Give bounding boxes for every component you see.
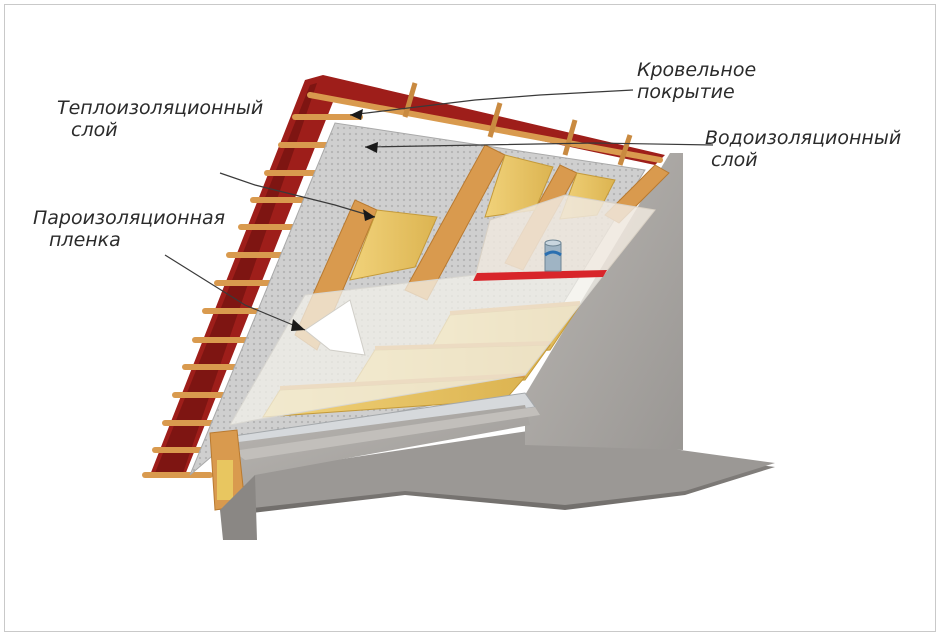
label-roofing: Кровельное покрытие [637,59,756,103]
label-waterproof-line1: Водоизоляционный [705,127,902,149]
roof-counter-battens [402,82,633,166]
label-vapor-line1: Пароизоляционная [33,207,226,229]
label-vapor: Пароизоляционная пленка [33,207,225,251]
wall-plate-insulation [217,460,233,500]
label-thermal: Теплоизоляционный слой [57,97,263,141]
floor-slab-top [235,430,775,510]
label-roofing-line1: Кровельное [637,59,757,81]
sealing-tape [473,270,607,281]
roof-cross-section-diagram: Кровельное покрытие Теплоизоляционный сл… [4,4,936,632]
label-waterproof: Водоизоляционный слой [705,127,901,171]
label-waterproof-line2: слой [711,149,758,171]
front-wall-top [233,407,540,460]
label-roofing-line2: покрытие [637,81,735,103]
vapor-barrier-upper [474,194,656,278]
vapor-barrier-fold [304,299,366,356]
leader-roofing [349,89,634,116]
leader-waterproof [364,142,714,148]
leader-arrows [291,109,378,331]
vent-pipe [544,239,562,272]
leader-thermal [219,172,376,218]
label-vapor-line2: пленка [49,229,121,251]
roof-illustration [142,75,775,540]
back-wall [525,153,683,450]
leader-lines [164,89,714,331]
label-thermal-line1: Теплоизоляционный [57,97,264,119]
label-thermal-line2: слой [71,119,118,141]
leader-vapor [164,254,306,331]
front-wall [215,405,530,510]
masonry-end [220,475,257,540]
